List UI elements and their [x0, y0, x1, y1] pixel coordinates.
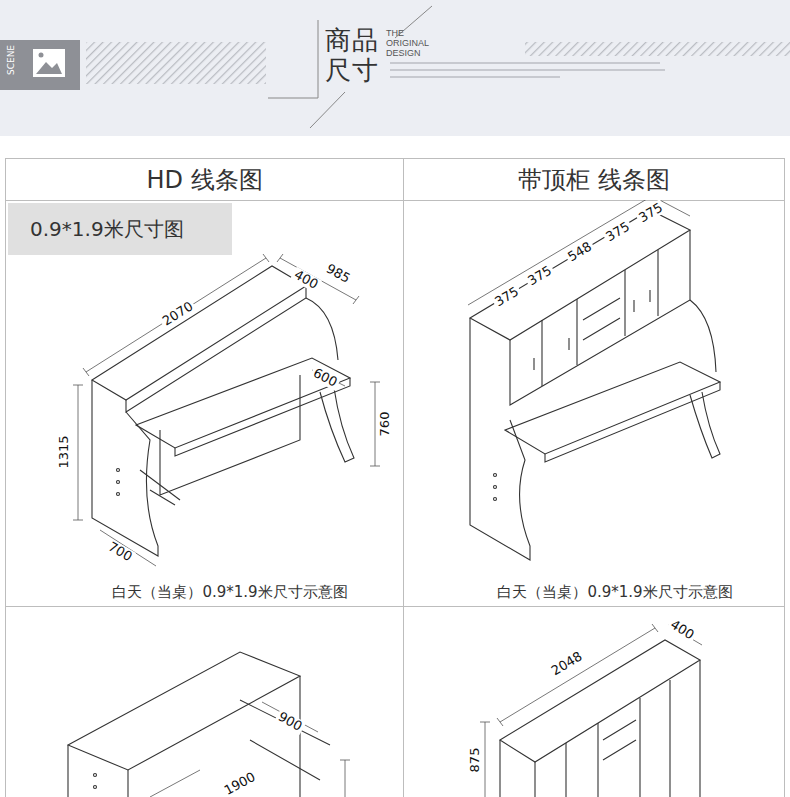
title-rule [268, 98, 318, 99]
size-tag-text: 0.9*1.9米尺寸图 [30, 216, 184, 243]
dimension: 985 [322, 261, 354, 287]
cabinet-drawing [500, 640, 700, 797]
dimension: 700 [104, 539, 136, 566]
bed-desk-drawing [92, 266, 354, 556]
table-grid [5, 158, 785, 797]
bed-desk-cabinet-drawing [470, 210, 720, 560]
header-text: 带顶柜 线条图 [518, 164, 670, 196]
dimension: 600 [309, 365, 341, 391]
dimension: 2048 [547, 648, 586, 679]
scene-tab [0, 40, 80, 90]
dimension: 1315 [57, 433, 71, 470]
dimension-lines [480, 624, 702, 797]
page-title: 商品 尺寸 [325, 26, 383, 86]
dimension: 548 [564, 238, 596, 265]
header-text: HD 线条图 [146, 164, 262, 196]
header-cell: HD 线条图 [6, 159, 403, 200]
size-tag: 0.9*1.9米尺寸图 [8, 203, 232, 255]
caption: 白天（当桌）0.9*1.9米尺寸示意图 [497, 584, 732, 601]
header-band [0, 0, 790, 136]
dimension-lines [73, 254, 380, 566]
dimension: 375 [491, 283, 523, 310]
dimension: 900 [274, 709, 306, 735]
dimension: 760 [378, 410, 392, 439]
bed-drawing [68, 652, 330, 797]
dimension: 1900 [220, 769, 259, 797]
image-icon-sun [39, 53, 44, 58]
dimension: 875 [468, 746, 482, 775]
dimension-lines [468, 196, 690, 305]
header-fine-print [390, 63, 665, 77]
caption: 白天（当桌）0.9*1.9米尺寸示意图 [112, 584, 347, 601]
image-icon-mountain [36, 62, 62, 74]
subtitle: THE ORIGINAL DESIGN [386, 29, 438, 59]
tab-text: SCENE [7, 45, 17, 75]
dimension: 375 [524, 262, 556, 289]
title-rule [310, 92, 345, 128]
image-icon [33, 49, 65, 77]
hatch-bar [86, 42, 266, 84]
hatch-bar [525, 42, 790, 56]
header-cell: 带顶柜 线条图 [404, 159, 784, 200]
title-rule [318, 20, 319, 98]
